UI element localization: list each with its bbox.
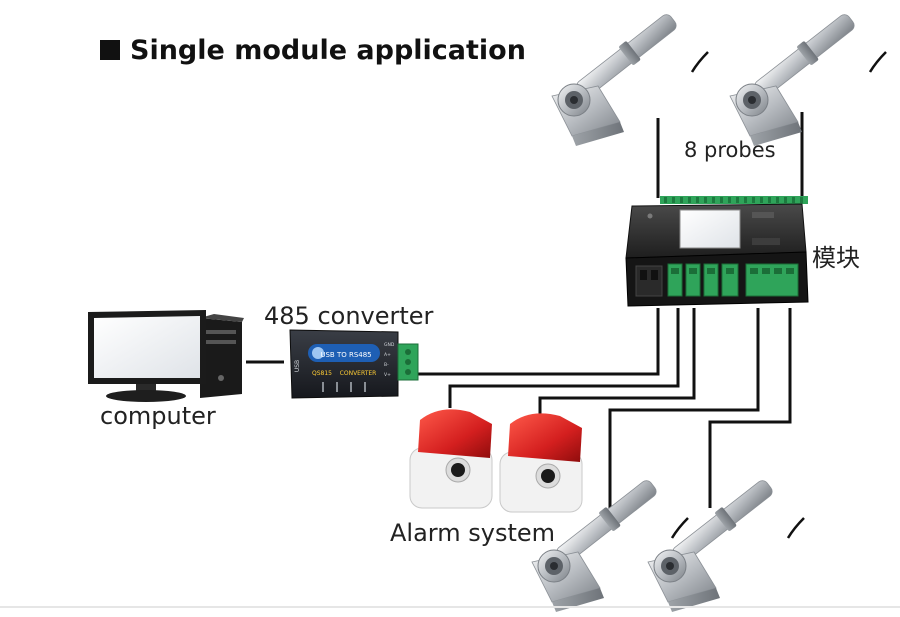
- page-title: Single module application: [100, 30, 526, 70]
- label-alarm: Alarm system: [390, 519, 556, 547]
- label-computer: computer: [100, 402, 216, 430]
- alarm-right: [499, 413, 583, 513]
- wiring: [246, 112, 804, 508]
- alarm-left: [409, 409, 493, 509]
- wire-converter-module: [418, 308, 660, 376]
- probe-top-right: [728, 11, 888, 148]
- converter-face-text: USB TO RS485: [320, 351, 371, 359]
- computer-device: [88, 310, 244, 402]
- label-converter: 485 converter: [264, 302, 434, 330]
- title-bullet-icon: [100, 40, 120, 60]
- converter-model-text: QS815: [312, 370, 332, 377]
- terminal-label-v: V+: [384, 372, 391, 378]
- converter-type-text: CONVERTER: [340, 370, 377, 377]
- converter-side-text: USB: [294, 360, 301, 372]
- wire-probe-bottom-left: [608, 308, 760, 508]
- label-probes: 8 probes: [684, 138, 776, 162]
- bottom-divider: [0, 606, 900, 608]
- wire-probe-bottom-right: [708, 308, 792, 508]
- module-device: [625, 196, 809, 307]
- probe-bottom-right: [646, 477, 806, 614]
- label-module: 模块: [812, 244, 860, 272]
- terminal-label-gnd: GND: [384, 342, 395, 348]
- wire-alarm-right: [538, 308, 696, 414]
- terminal-label-b: B-: [384, 362, 389, 368]
- converter-device: USB TO RS485 QS815 CONVERTER USB GND A+ …: [289, 329, 419, 399]
- terminal-label-a: A+: [384, 352, 391, 358]
- wire-alarm-left: [448, 308, 680, 408]
- page-title-text: Single module application: [130, 34, 526, 66]
- probe-top-left: [550, 11, 710, 148]
